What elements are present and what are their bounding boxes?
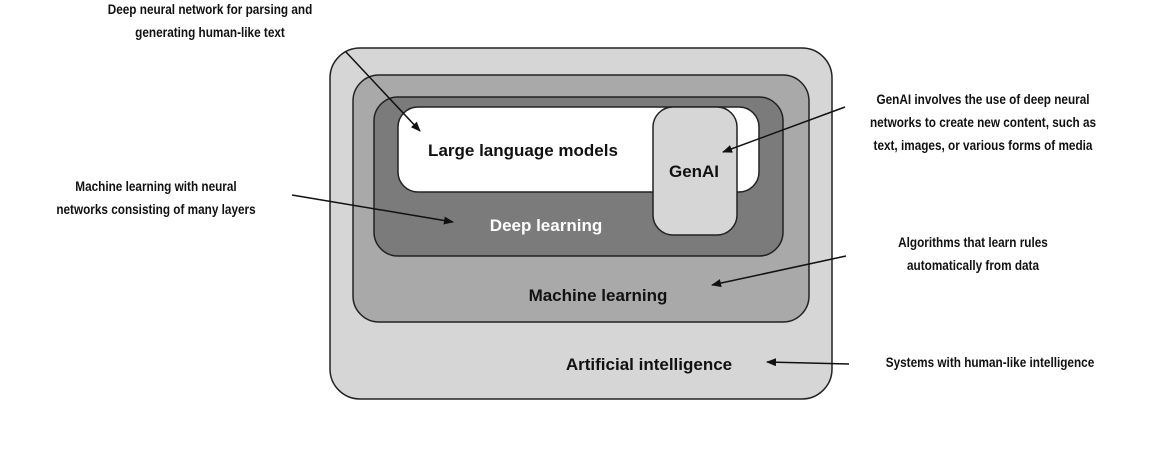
- genai-label: GenAI: [668, 162, 720, 181]
- annotation-line: networks to create new content, such as: [869, 114, 1097, 130]
- annotation-line: automatically from data: [906, 257, 1040, 273]
- dl-annotation: Machine learning with neural networks co…: [56, 175, 255, 221]
- ml-label: Machine learning: [528, 286, 668, 305]
- llm-label: Large language models: [428, 141, 618, 160]
- genai-box: [652, 106, 738, 236]
- dl-label: Deep learning: [489, 216, 603, 235]
- ai-arrow: [766, 358, 850, 367]
- annotation-line: generating human-like text: [135, 24, 285, 40]
- ml-arrow: [711, 255, 847, 288]
- genai-arrow: [722, 106, 846, 153]
- annotation-line: networks consisting of many layers: [56, 201, 256, 217]
- annotation-line: Machine learning with neural: [75, 178, 237, 194]
- annotation-line: Deep neural network for parsing and: [107, 1, 313, 17]
- annotation-line: GenAI involves the use of deep neural: [876, 91, 1090, 107]
- ai-annotation: Systems with human-like intelligence: [886, 351, 1094, 374]
- ml-annotation: Algorithms that learn rules automaticall…: [898, 231, 1048, 277]
- annotation-line: text, images, or various forms of media: [873, 137, 1093, 153]
- llm-annotation: Deep neural network for parsing and gene…: [108, 0, 313, 44]
- annotation-line: Algorithms that learn rules: [898, 234, 1048, 250]
- annotation-line: Systems with human-like intelligence: [885, 354, 1095, 370]
- ai-label: Artificial intelligence: [565, 355, 733, 374]
- genai-annotation: GenAI involves the use of deep neural ne…: [870, 88, 1096, 157]
- llm-arrow: [345, 51, 421, 132]
- dl-arrow: [291, 194, 454, 225]
